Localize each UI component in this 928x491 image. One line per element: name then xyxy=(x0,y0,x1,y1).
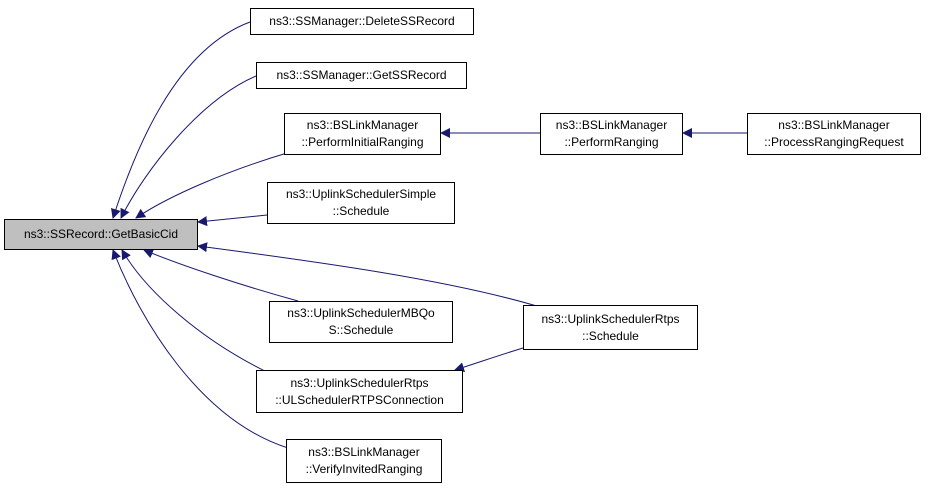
node-label-line: ns3::UplinkSchedulerMBQo xyxy=(287,306,435,320)
node-bslinkmanager-perform-ranging[interactable]: ns3::BSLinkManager::PerformRanging xyxy=(540,113,683,155)
node-label-line: ns3::BSLinkManager xyxy=(555,118,668,132)
edge-mbqos-schedule-to-root xyxy=(143,248,299,302)
node-label-line: ns3::UplinkSchedulerRtps xyxy=(290,375,429,390)
edge-rtps-schedule-to-root xyxy=(197,242,541,308)
edge-verify-invited-ranging-to-root xyxy=(111,249,289,449)
node-label-line: ns3::BSLinkManager xyxy=(306,118,419,132)
node-bslinkmanager-process-ranging-request[interactable]: ns3::BSLinkManager::ProcessRangingReques… xyxy=(747,113,921,155)
node-label-line: ::Schedule xyxy=(582,328,639,343)
node-label-line: S::Schedule xyxy=(328,323,394,337)
node-label-line: ::ProcessRangingRequest xyxy=(764,135,904,149)
node-label-line: ::PerformRanging xyxy=(564,135,659,149)
edge-get-ss-record-to-root xyxy=(120,75,257,219)
edge-perform-initial-ranging-to-root xyxy=(135,152,288,219)
node-label-line: ::Schedule xyxy=(332,204,390,218)
node-label-line: ns3::SSManager::GetSSRecord xyxy=(276,68,447,82)
node-label-line: ::VerifyInvitedRanging xyxy=(305,462,423,476)
edge-rtps-schedule-to-rtps-connection xyxy=(454,347,524,373)
node-label-line: ns3::SSManager::DeleteSSRecord xyxy=(269,14,455,28)
node-label-line: ns3::SSRecord::GetBasicCid xyxy=(23,227,179,241)
node-label-line: ns3::UplinkSchedulerRtps xyxy=(541,311,680,326)
node-label-line: ::ULSchedulerRTPSConnection xyxy=(275,392,444,407)
node-label-line: ns3::BSLinkManager xyxy=(308,445,420,459)
node-ssmanager-delete-ss-record[interactable]: ns3::SSManager::DeleteSSRecord xyxy=(250,8,474,35)
node-ssmanager-get-ss-record[interactable]: ns3::SSManager::GetSSRecord xyxy=(256,62,467,89)
node-uplinkschedulerrtps-schedule[interactable]: ns3::UplinkSchedulerRtps::Schedule xyxy=(523,305,698,350)
node-ssrecord-get-basic-cid[interactable]: ns3::SSRecord::GetBasicCid xyxy=(4,219,198,250)
edge-rtps-connection-to-root xyxy=(121,249,272,375)
node-label-line: ns3::UplinkSchedulerSimple xyxy=(285,187,437,201)
edge-delete-ss-record-to-root xyxy=(111,21,251,219)
node-uplinkschedulersimple-schedule[interactable]: ns3::UplinkSchedulerSimple::Schedule xyxy=(267,182,455,224)
edge-simple-schedule-to-root xyxy=(197,214,268,227)
node-label-line: ns3::BSLinkManager xyxy=(778,118,890,132)
node-uplinkschedulerrtps-ul-scheduler-rtps-connection[interactable]: ns3::UplinkSchedulerRtps::ULSchedulerRTP… xyxy=(256,370,463,413)
node-label-line: ::PerformInitialRanging xyxy=(301,135,424,149)
node-bslinkmanager-verify-invited-ranging[interactable]: ns3::BSLinkManager::VerifyInvitedRanging xyxy=(286,439,442,483)
node-bslinkmanager-perform-initial-ranging[interactable]: ns3::BSLinkManager::PerformInitialRangin… xyxy=(284,113,441,155)
